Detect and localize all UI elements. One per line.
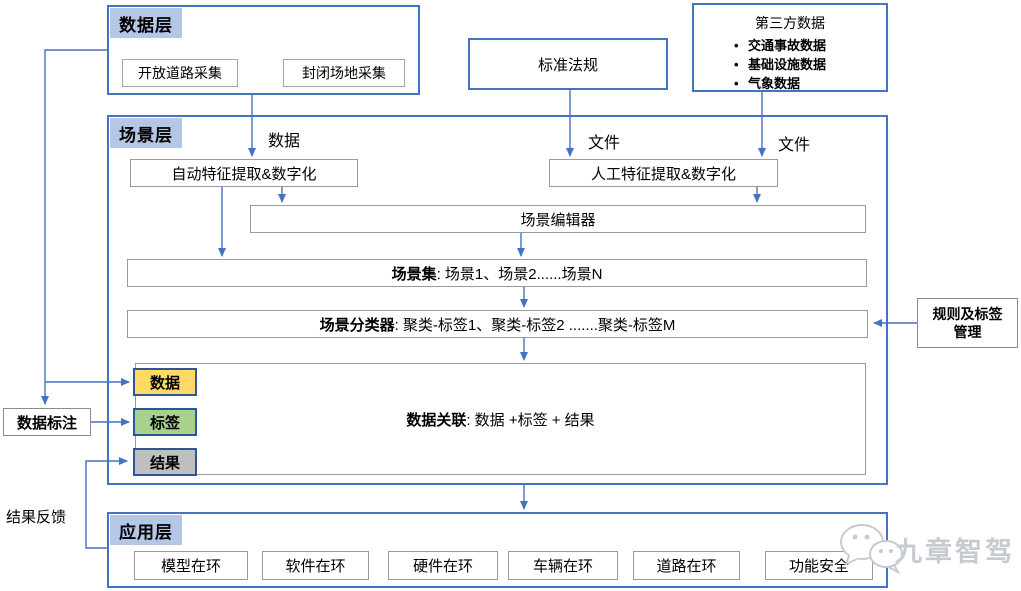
third-party-bullet-row: 气象数据	[734, 74, 886, 93]
scenario-set-bold: 场景集	[391, 265, 437, 283]
chip-result: 结果	[133, 448, 197, 476]
road-in-loop-box: 道路在环	[633, 551, 740, 580]
third-party-bullet-row: 基础设施数据	[734, 55, 886, 74]
scenario-layer-title: 场景层	[110, 118, 182, 148]
data-annotation-label: 数据标注	[16, 414, 77, 432]
rules-tag-management-line2: 管理	[953, 324, 982, 340]
chip-label-label: 标签	[149, 414, 180, 432]
data-association-box: 数据关联: 数据 +标签 + 结果	[135, 363, 866, 475]
third-party-data-box: 第三方数据 交通事故数据 基础设施数据 气象数据	[692, 3, 888, 92]
app-layer-title-text: 应用层	[119, 522, 173, 542]
chip-result-label: 结果	[149, 454, 180, 472]
scenario-classifier-bold: 场景分类器	[319, 316, 395, 334]
model-in-loop-label: 模型在环	[160, 558, 221, 575]
functional-safety-box: 功能安全	[765, 551, 873, 580]
bullet-weather-data: 气象数据	[748, 76, 801, 91]
chip-data: 数据	[133, 368, 197, 396]
edge-label-data: 数据	[268, 133, 301, 150]
watermark-brand-text: 九章智驾	[895, 537, 1015, 567]
scenario-editor-box: 场景编辑器	[250, 205, 866, 233]
data-layer-title: 数据层	[110, 8, 182, 38]
bullet-icon	[734, 55, 748, 74]
data-layer-title-text: 数据层	[119, 15, 173, 35]
scenario-classifier-box: 场景分类器: 聚类-标签1、聚类-标签2 .......聚类-标签M	[127, 310, 868, 338]
rules-tag-management-line1: 规则及标签	[932, 306, 1003, 322]
rules-tag-management-box: 规则及标签 管理	[917, 298, 1018, 348]
standards-regulations-label: 标准法规	[537, 56, 598, 74]
bullet-icon	[734, 36, 748, 55]
hardware-in-loop-label: 硬件在环	[412, 558, 473, 575]
manual-feature-extraction-box: 人工特征提取&数字化	[549, 159, 778, 187]
auto-feature-extraction-box: 自动特征提取&数字化	[130, 159, 358, 187]
bullet-icon	[734, 74, 748, 93]
manual-feature-extraction-label: 人工特征提取&数字化	[590, 165, 736, 183]
scenario-editor-label: 场景编辑器	[520, 211, 596, 229]
wechat-logo-icon	[840, 524, 903, 574]
chip-label: 标签	[133, 408, 197, 436]
software-in-loop-label: 软件在环	[285, 558, 346, 575]
data-annotation-box: 数据标注	[3, 408, 91, 436]
vehicle-in-loop-box: 车辆在环	[508, 551, 618, 580]
software-in-loop-box: 软件在环	[262, 551, 369, 580]
road-in-loop-label: 道路在环	[656, 558, 717, 575]
scenario-set-box: 场景集: 场景1、场景2......场景N	[127, 259, 867, 287]
app-layer-title: 应用层	[110, 515, 182, 545]
vehicle-in-loop-label: 车辆在环	[532, 558, 593, 575]
hardware-in-loop-box: 硬件在环	[388, 551, 498, 580]
third-party-data-title: 第三方数据	[755, 15, 825, 31]
result-feedback-label: 结果反馈	[6, 509, 67, 526]
functional-safety-label: 功能安全	[788, 558, 849, 575]
edge-label-file-2: 文件	[778, 137, 811, 154]
data-association-rest: : 数据 +标签 + 结果	[466, 411, 595, 429]
bullet-traffic-accident-data: 交通事故数据	[748, 38, 827, 53]
scenario-set-rest: : 场景1、场景2......场景N	[436, 265, 603, 283]
chip-data-label: 数据	[149, 374, 180, 392]
auto-feature-extraction-label: 自动特征提取&数字化	[171, 165, 317, 183]
closed-site-collection-box: 封闭场地采集	[283, 59, 405, 87]
model-in-loop-box: 模型在环	[134, 551, 248, 580]
bullet-infrastructure-data: 基础设施数据	[748, 57, 827, 72]
scenario-set-label: 场景集: 场景1、场景2......场景N	[392, 263, 603, 284]
scenario-classifier-rest: : 聚类-标签1、聚类-标签2 .......聚类-标签M	[394, 316, 676, 334]
open-road-collection-box: 开放道路采集	[122, 59, 238, 87]
data-association-label: 数据关联: 数据 +标签 + 结果	[406, 409, 594, 430]
closed-site-collection-label: 封闭场地采集	[302, 65, 386, 81]
scenario-layer-title-text: 场景层	[119, 125, 173, 145]
scenario-classifier-label: 场景分类器: 聚类-标签1、聚类-标签2 .......聚类-标签M	[320, 314, 676, 335]
data-association-bold: 数据关联	[406, 411, 467, 429]
third-party-bullet-row: 交通事故数据	[734, 36, 886, 55]
standards-regulations-box: 标准法规	[468, 38, 668, 90]
open-road-collection-label: 开放道路采集	[138, 65, 222, 81]
edge-label-file-1: 文件	[588, 135, 621, 152]
